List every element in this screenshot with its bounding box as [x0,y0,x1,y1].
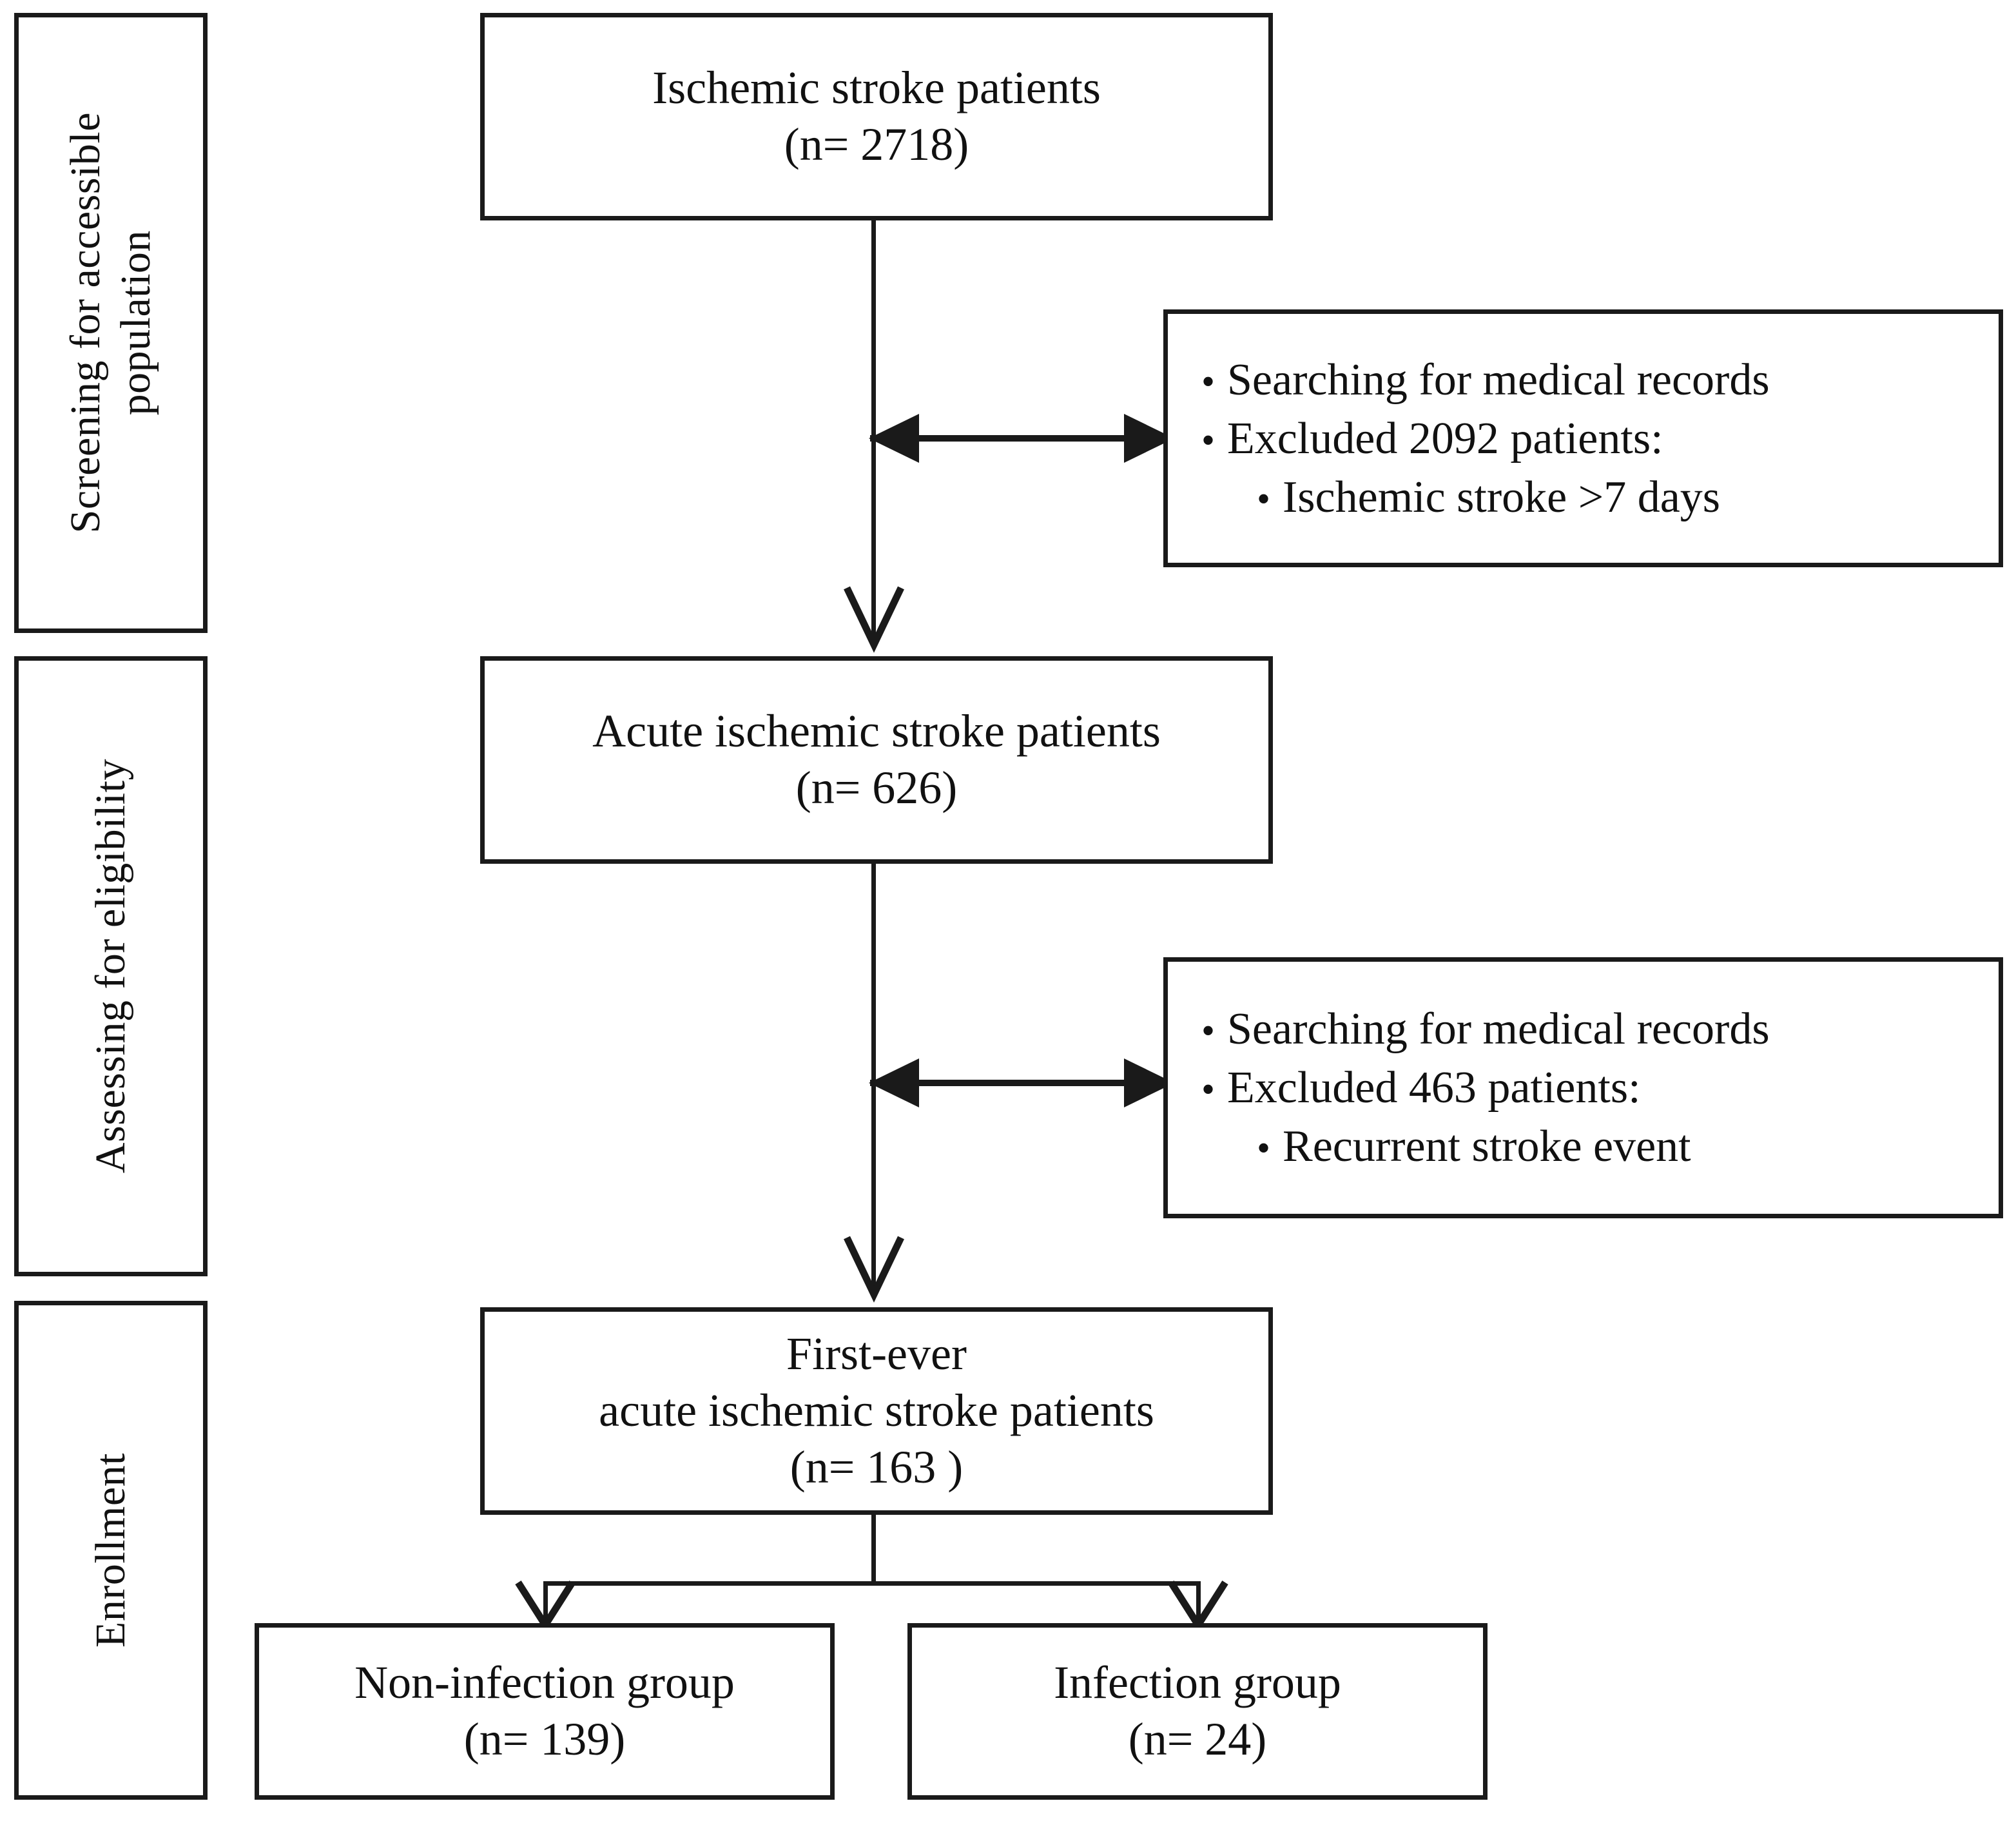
double-arrow-2 [869,1058,1174,1107]
exclusion-box-2: • Searching for medical records • Exclud… [1163,957,2003,1218]
bullet-text: Searching for medical records [1227,1004,1770,1054]
fork-left-drop-line [543,1581,548,1628]
flow-line-count: (n= 163 ) [790,1441,964,1493]
flow-box-first-ever-acute-ischemic-stroke-patients: First-ever acute ischemic stroke patient… [480,1307,1273,1515]
double-arrow-1 [869,414,1174,463]
bullet-dot-icon: • [1257,477,1271,520]
flow-line-title-2: acute ischemic stroke patients [599,1385,1154,1437]
exclusion-box-1: • Searching for medical records • Exclud… [1163,309,2003,567]
flow-line-count: (n= 626) [795,762,958,813]
arrowhead-down-2 [844,1236,904,1303]
stage-box-eligibility: Assessing for eligibility [14,656,208,1276]
flow-line-title: Non-infection group [354,1657,735,1709]
flow-box-infection-group: Infection group (n= 24) [907,1623,1488,1800]
bullet-dot-icon: • [1201,360,1216,403]
flow-line-count: (n= 24) [1128,1713,1267,1765]
stage-label-screening: Screening for accessible population [62,112,159,534]
arrowhead-down-1 [844,586,904,653]
bullet-text: Recurrent stroke event [1283,1122,1691,1171]
fork-trunk-line [871,1515,876,1586]
flow-box-ischemic-stroke-patients: Ischemic stroke patients (n= 2718) [480,13,1273,220]
flow-box-non-infection-group: Non-infection group (n= 139) [255,1623,835,1800]
flow-line-title: Ischemic stroke patients [652,62,1101,114]
fork-horizontal-bar [543,1581,1201,1586]
flow-line-count: (n= 139) [463,1713,626,1765]
flow-line-count: (n= 2718) [784,119,969,170]
bullet-item-sub: • Recurrent stroke event [1201,1117,1982,1176]
connector-line-1 [871,220,876,646]
bullet-item: • Excluded 2092 patients: [1201,409,1982,468]
flow-line-title: Infection group [1054,1657,1341,1709]
bullet-text: Excluded 463 patients: [1227,1063,1641,1113]
flow-line-title: Acute ischemic stroke patients [592,705,1161,757]
connector-line-2 [871,864,876,1294]
bullet-text: Searching for medical records [1227,355,1770,405]
stage-box-enrollment: Enrollment [14,1301,208,1800]
bullet-text: Ischemic stroke >7 days [1283,472,1721,522]
bullet-dot-icon: • [1201,418,1216,462]
arrowhead-down-left [515,1581,576,1632]
bullet-dot-icon: • [1201,1009,1216,1052]
flow-line-title-1: First-ever [786,1328,967,1380]
bullet-item: • Searching for medical records [1201,351,1982,409]
bullet-dot-icon: • [1257,1127,1271,1169]
fork-right-drop-line [1196,1581,1201,1628]
flow-box-acute-ischemic-stroke-patients: Acute ischemic stroke patients (n= 626) [480,656,1273,864]
arrowhead-down-right [1168,1581,1228,1632]
bullet-item: • Searching for medical records [1201,1000,1982,1058]
bullet-item-sub: • Ischemic stroke >7 days [1201,468,1982,527]
stage-label-enrollment: Enrollment [87,1453,135,1648]
bullet-dot-icon: • [1201,1068,1216,1111]
bullet-text: Excluded 2092 patients: [1227,413,1663,463]
bullet-item: • Excluded 463 patients: [1201,1058,1982,1117]
stage-box-screening: Screening for accessible population [14,13,208,633]
stage-label-eligibility: Assessing for eligibility [87,759,135,1174]
